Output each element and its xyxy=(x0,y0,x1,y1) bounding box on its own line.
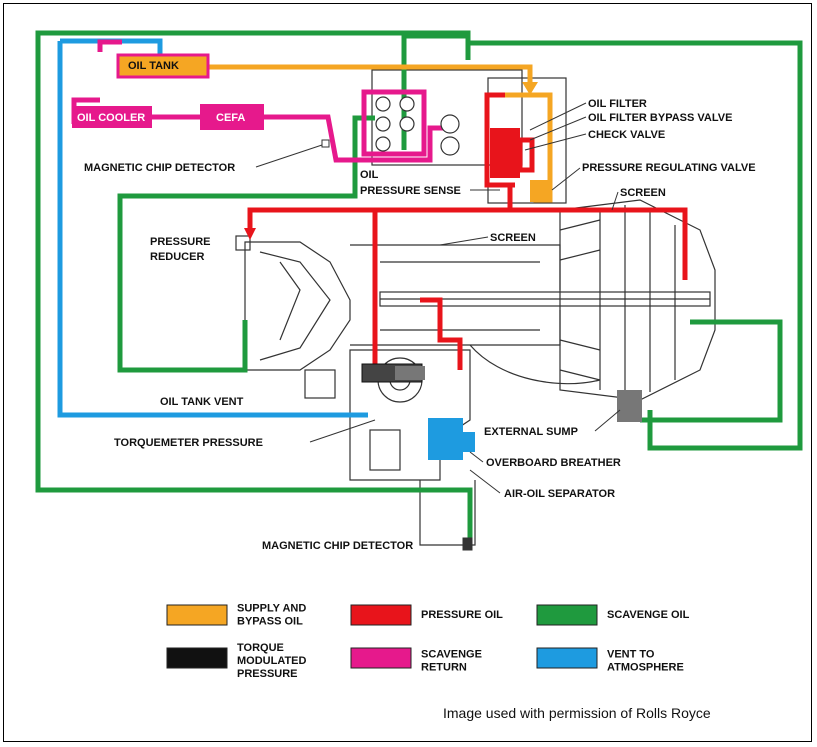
label-overboard-breather: OVERBOARD BREATHER xyxy=(486,457,621,469)
legend-swatch-4 xyxy=(351,648,411,668)
legend-label-4-1: RETURN xyxy=(421,662,467,674)
cefa-label: CEFA xyxy=(216,112,245,124)
legend-swatch-1 xyxy=(351,605,411,625)
label-check-valve: CHECK VALVE xyxy=(588,129,665,141)
legend-label-0-1: BYPASS OIL xyxy=(237,616,303,628)
label-screen-right: SCREEN xyxy=(620,187,666,199)
legend-swatch-2 xyxy=(537,605,597,625)
oil-tank-label: OIL TANK xyxy=(128,60,179,72)
legend-label-0-0: SUPPLY AND xyxy=(237,603,306,615)
legend-label-4-0: SCAVENGE xyxy=(421,649,482,661)
legend-swatch-5 xyxy=(537,648,597,668)
label-torquemeter-pressure: TORQUEMETER PRESSURE xyxy=(114,437,263,449)
vent-pipe xyxy=(60,41,368,415)
label-screen-mid: SCREEN xyxy=(490,232,536,244)
oil-tank-box: OIL TANK xyxy=(118,55,208,77)
legend-label-2-0: SCAVENGE OIL xyxy=(607,609,690,621)
legend-label-3-1: MODULATED xyxy=(237,655,307,667)
legend-label-5-1: ATMOSPHERE xyxy=(607,662,684,674)
label-pressure-sense: PRESSURE SENSE xyxy=(360,185,461,197)
torque-lines xyxy=(362,364,425,382)
label-magnetic-chip-detector-bottom: MAGNETIC CHIP DETECTOR xyxy=(262,540,413,552)
oil-cooler-label: OIL COOLER xyxy=(77,112,145,124)
label-pressure: PRESSURE xyxy=(150,236,211,248)
legend-label-3-0: TORQUE xyxy=(237,642,284,654)
legend-label-5-0: VENT TO xyxy=(607,649,655,661)
air-oil-separator-block xyxy=(428,418,463,460)
credit-text: Image used with permission of Rolls Royc… xyxy=(443,705,711,721)
legend-swatch-3 xyxy=(167,648,227,668)
legend-label-1-0: PRESSURE OIL xyxy=(421,609,503,621)
label-oil: OIL xyxy=(360,169,379,181)
label-oil-filter: OIL FILTER xyxy=(588,98,647,110)
cefa-box: CEFA xyxy=(200,104,264,130)
scavenge-oil-lines xyxy=(38,33,800,545)
label-pressure-regulating-valve: PRESSURE REGULATING VALVE xyxy=(582,162,756,174)
label-oil-filter-bypass-valve: OIL FILTER BYPASS VALVE xyxy=(588,112,732,124)
legend-swatch-0 xyxy=(167,605,227,625)
label-external-sump: EXTERNAL SUMP xyxy=(484,426,578,438)
oil-cooler-box: OIL COOLER xyxy=(72,106,152,128)
label-oil-tank-vent: OIL TANK VENT xyxy=(160,396,244,408)
label-air-oil-separator: AIR-OIL SEPARATOR xyxy=(504,488,615,500)
legend-label-3-2: PRESSURE xyxy=(237,668,298,680)
label-reducer: REDUCER xyxy=(150,251,204,263)
external-sump xyxy=(617,390,642,422)
label-magnetic-chip-detector-top: MAGNETIC CHIP DETECTOR xyxy=(84,162,235,174)
